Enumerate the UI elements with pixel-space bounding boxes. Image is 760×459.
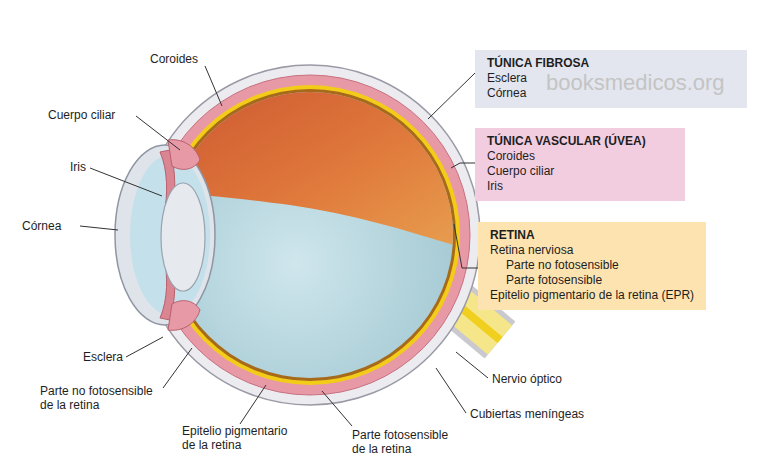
legend-box: TÚNICA VASCULAR (ÚVEA)CoroidesCuerpo cil… [475, 128, 685, 201]
box-heading: RETINA [490, 228, 696, 243]
part-label: Epitelio pigmentario de la retina [182, 424, 300, 452]
part-label: Cuerpo ciliar [48, 108, 115, 122]
lens [161, 183, 205, 291]
part-label: Nervio óptico [492, 372, 562, 386]
part-label: Parte no fotosensible de la retina [40, 384, 165, 412]
ciliary-body [168, 301, 200, 331]
leader-lines [80, 66, 488, 426]
watermark: booksmedicos.org [546, 70, 725, 96]
box-heading: TÚNICA VASCULAR (ÚVEA) [487, 134, 675, 149]
box-item: Cuerpo ciliar [487, 164, 675, 179]
legend-box: RETINARetina nerviosaParte no fotosensib… [478, 222, 706, 310]
part-label: Córnea [22, 219, 61, 233]
part-label: Coroides [150, 52, 198, 66]
box-item: Retina nerviosa [490, 243, 696, 258]
part-label: Esclera [83, 350, 123, 364]
box-item: Iris [487, 179, 675, 194]
part-label: Cubiertas meníngeas [470, 407, 584, 421]
part-label: Iris [70, 160, 86, 174]
box-heading: TÚNICA FIBROSA [487, 56, 737, 71]
part-label: Parte fotosensible de la retina [352, 428, 462, 456]
box-item: Epitelio pigmentario de la retina (EPR) [490, 288, 696, 303]
box-item: Coroides [487, 149, 675, 164]
cornea [115, 145, 215, 325]
box-item: Parte no fotosensible [490, 258, 696, 273]
box-item: Parte fotosensible [490, 273, 696, 288]
